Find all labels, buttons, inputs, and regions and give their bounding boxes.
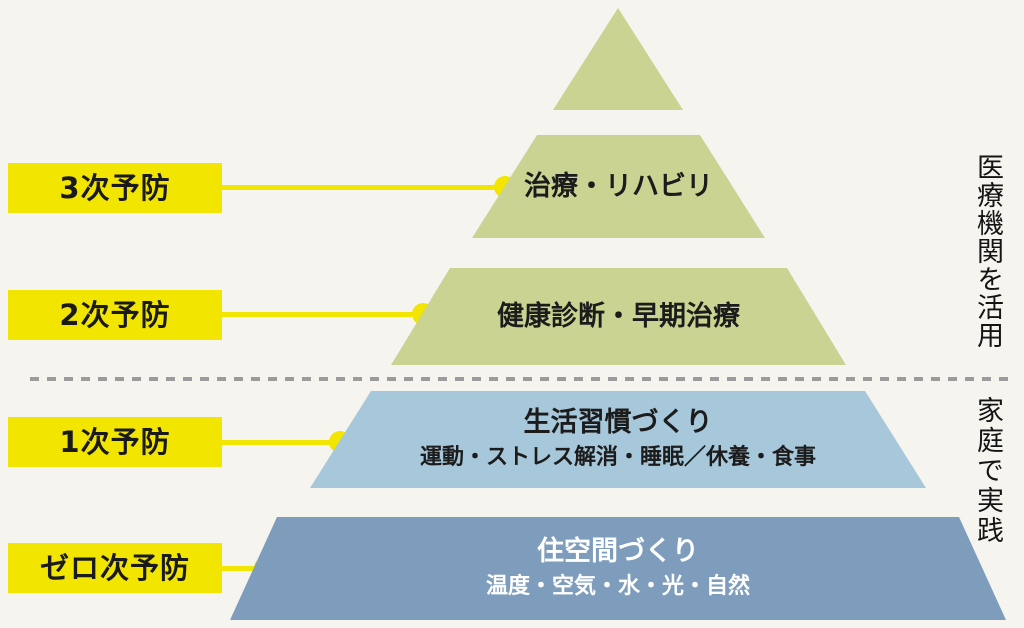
- connector-line-primary: [222, 440, 340, 445]
- connector-line-zero: [222, 566, 265, 571]
- label-tertiary-prevention-text: 3次予防: [59, 170, 171, 205]
- pyramid-level-lifestyle-title: 生活習慣づくり: [523, 407, 713, 439]
- annotation-practice-at-home: 家庭で実践: [972, 396, 1004, 546]
- pyramid-level-lifestyle-subtitle: 運動・ストレス解消・睡眠／休養・食事: [419, 445, 816, 471]
- connector-line-tertiary: [222, 185, 505, 190]
- pyramid-level-treatment: 治療・リハビリ: [472, 135, 765, 238]
- pyramid-level-checkup-title: 健康診断・早期治療: [497, 300, 740, 332]
- label-primary-prevention-text: 1次予防: [59, 424, 171, 459]
- pyramid-level-living-space-title: 住空間づくり: [537, 536, 699, 568]
- annotation-medical-institutions: 医療機関を活用: [972, 153, 1004, 349]
- label-zero-prevention: ゼロ次予防: [8, 543, 222, 593]
- label-secondary-prevention: 2次予防: [8, 290, 222, 340]
- label-secondary-prevention-text: 2次予防: [59, 297, 171, 332]
- zone-divider-dashed-line: [30, 377, 1012, 381]
- label-tertiary-prevention: 3次予防: [8, 163, 222, 213]
- pyramid-level-living-space-subtitle: 温度・空気・水・光・自然: [485, 574, 750, 600]
- label-primary-prevention: 1次予防: [8, 417, 222, 467]
- pyramid-level-lifestyle: 生活習慣づくり 運動・ストレス解消・睡眠／休養・食事: [310, 391, 926, 488]
- connector-line-secondary: [222, 312, 423, 317]
- pyramid-level-checkup: 健康診断・早期治療: [391, 268, 846, 365]
- pyramid-level-treatment-title: 治療・リハビリ: [524, 170, 713, 202]
- pyramid-level-cap: [553, 8, 683, 110]
- label-zero-prevention-text: ゼロ次予防: [39, 550, 190, 585]
- pyramid-level-living-space: 住空間づくり 温度・空気・水・光・自然: [230, 517, 1006, 620]
